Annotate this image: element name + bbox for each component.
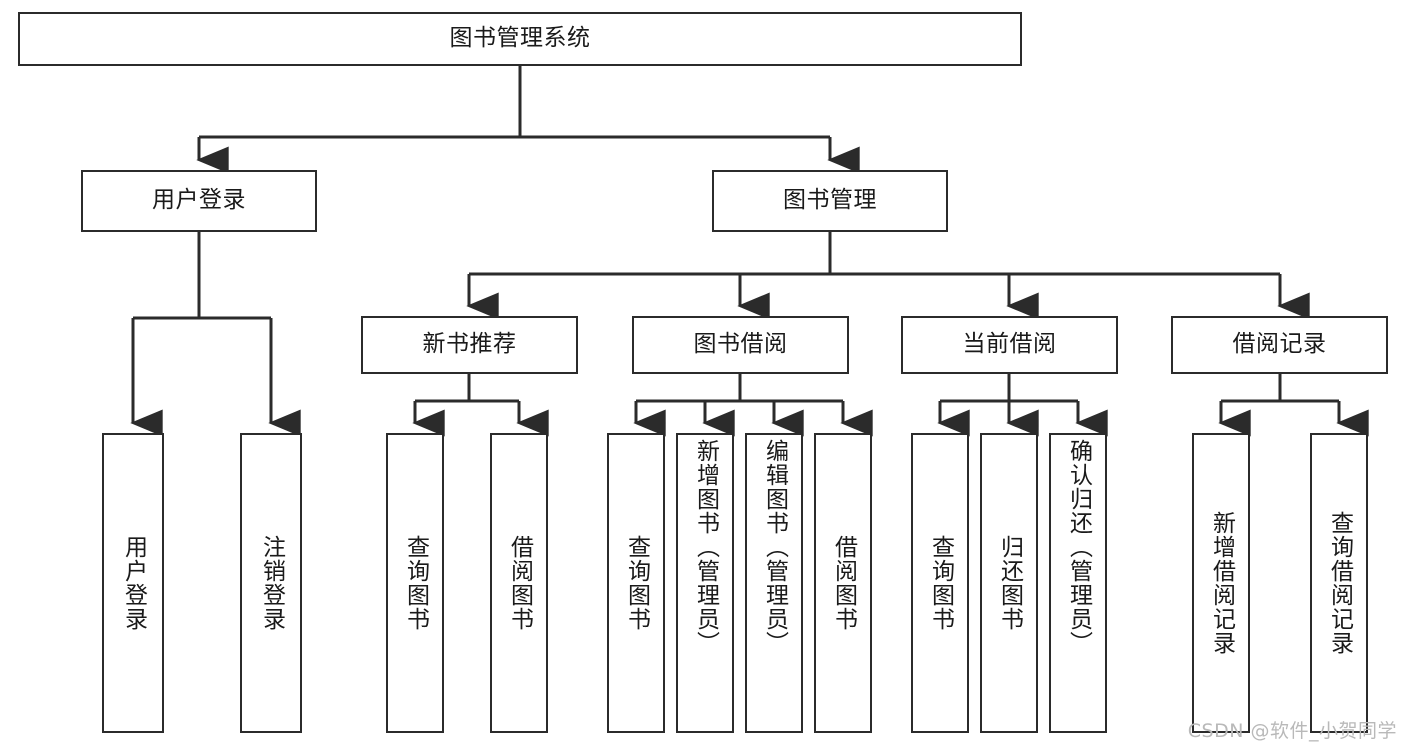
node-new-book-recommend[interactable]: 新书推荐 <box>361 316 578 374</box>
node-leaf-return-book-label: 归还图书 <box>996 535 1023 631</box>
node-leaf-borrow-book-2[interactable]: 借阅图书 <box>814 433 872 733</box>
node-leaf-borrow-book-1-label: 借阅图书 <box>506 535 533 631</box>
node-leaf-borrow-book-1[interactable]: 借阅图书 <box>490 433 548 733</box>
node-book-manage[interactable]: 图书管理 <box>712 170 948 232</box>
node-current-borrow[interactable]: 当前借阅 <box>901 316 1118 374</box>
node-leaf-add-borrow-record-label: 新增借阅记录 <box>1208 511 1235 655</box>
node-leaf-query-borrow-record[interactable]: 查询借阅记录 <box>1310 433 1368 733</box>
node-leaf-confirm-return-admin[interactable]: 确认归还（管理员） <box>1049 433 1107 733</box>
node-leaf-logout-login[interactable]: 注销登录 <box>240 433 302 733</box>
node-leaf-query-book-3[interactable]: 查询图书 <box>911 433 969 733</box>
node-leaf-edit-book-admin[interactable]: 编辑图书（管理员） <box>745 433 803 733</box>
node-current-borrow-label: 当前借阅 <box>962 331 1057 358</box>
node-leaf-query-book-1[interactable]: 查询图书 <box>386 433 444 733</box>
node-new-book-recommend-label: 新书推荐 <box>422 331 517 358</box>
node-leaf-borrow-book-2-label: 借阅图书 <box>830 535 857 631</box>
node-leaf-user-login[interactable]: 用户登录 <box>102 433 164 733</box>
node-leaf-query-book-1-label: 查询图书 <box>402 535 429 631</box>
node-book-borrow-label: 图书借阅 <box>693 331 788 358</box>
node-leaf-return-book[interactable]: 归还图书 <box>980 433 1038 733</box>
node-leaf-query-book-3-label: 查询图书 <box>927 535 954 631</box>
node-leaf-logout-login-label: 注销登录 <box>258 535 285 631</box>
watermark: CSDN @软件_小贺同学 <box>1187 720 1397 742</box>
node-root-system-label: 图书管理系统 <box>449 25 591 52</box>
node-borrow-record-label: 借阅记录 <box>1232 331 1327 358</box>
node-leaf-confirm-return-admin-label: 确认归还（管理员） <box>1065 439 1092 655</box>
node-leaf-query-borrow-record-label: 查询借阅记录 <box>1326 511 1353 655</box>
node-leaf-add-book-admin[interactable]: 新增图书（管理员） <box>676 433 734 733</box>
node-leaf-add-book-admin-label: 新增图书（管理员） <box>692 439 719 655</box>
node-user-login[interactable]: 用户登录 <box>81 170 317 232</box>
node-user-login-label: 用户登录 <box>152 187 246 214</box>
node-borrow-record[interactable]: 借阅记录 <box>1171 316 1388 374</box>
node-leaf-user-login-label: 用户登录 <box>120 535 147 631</box>
node-book-manage-label: 图书管理 <box>783 187 877 214</box>
node-book-borrow[interactable]: 图书借阅 <box>632 316 849 374</box>
node-leaf-edit-book-admin-label: 编辑图书（管理员） <box>761 439 788 655</box>
node-leaf-query-book-2-label: 查询图书 <box>623 535 650 631</box>
node-leaf-add-borrow-record[interactable]: 新增借阅记录 <box>1192 433 1250 733</box>
node-root-system[interactable]: 图书管理系统 <box>18 12 1022 66</box>
node-leaf-query-book-2[interactable]: 查询图书 <box>607 433 665 733</box>
